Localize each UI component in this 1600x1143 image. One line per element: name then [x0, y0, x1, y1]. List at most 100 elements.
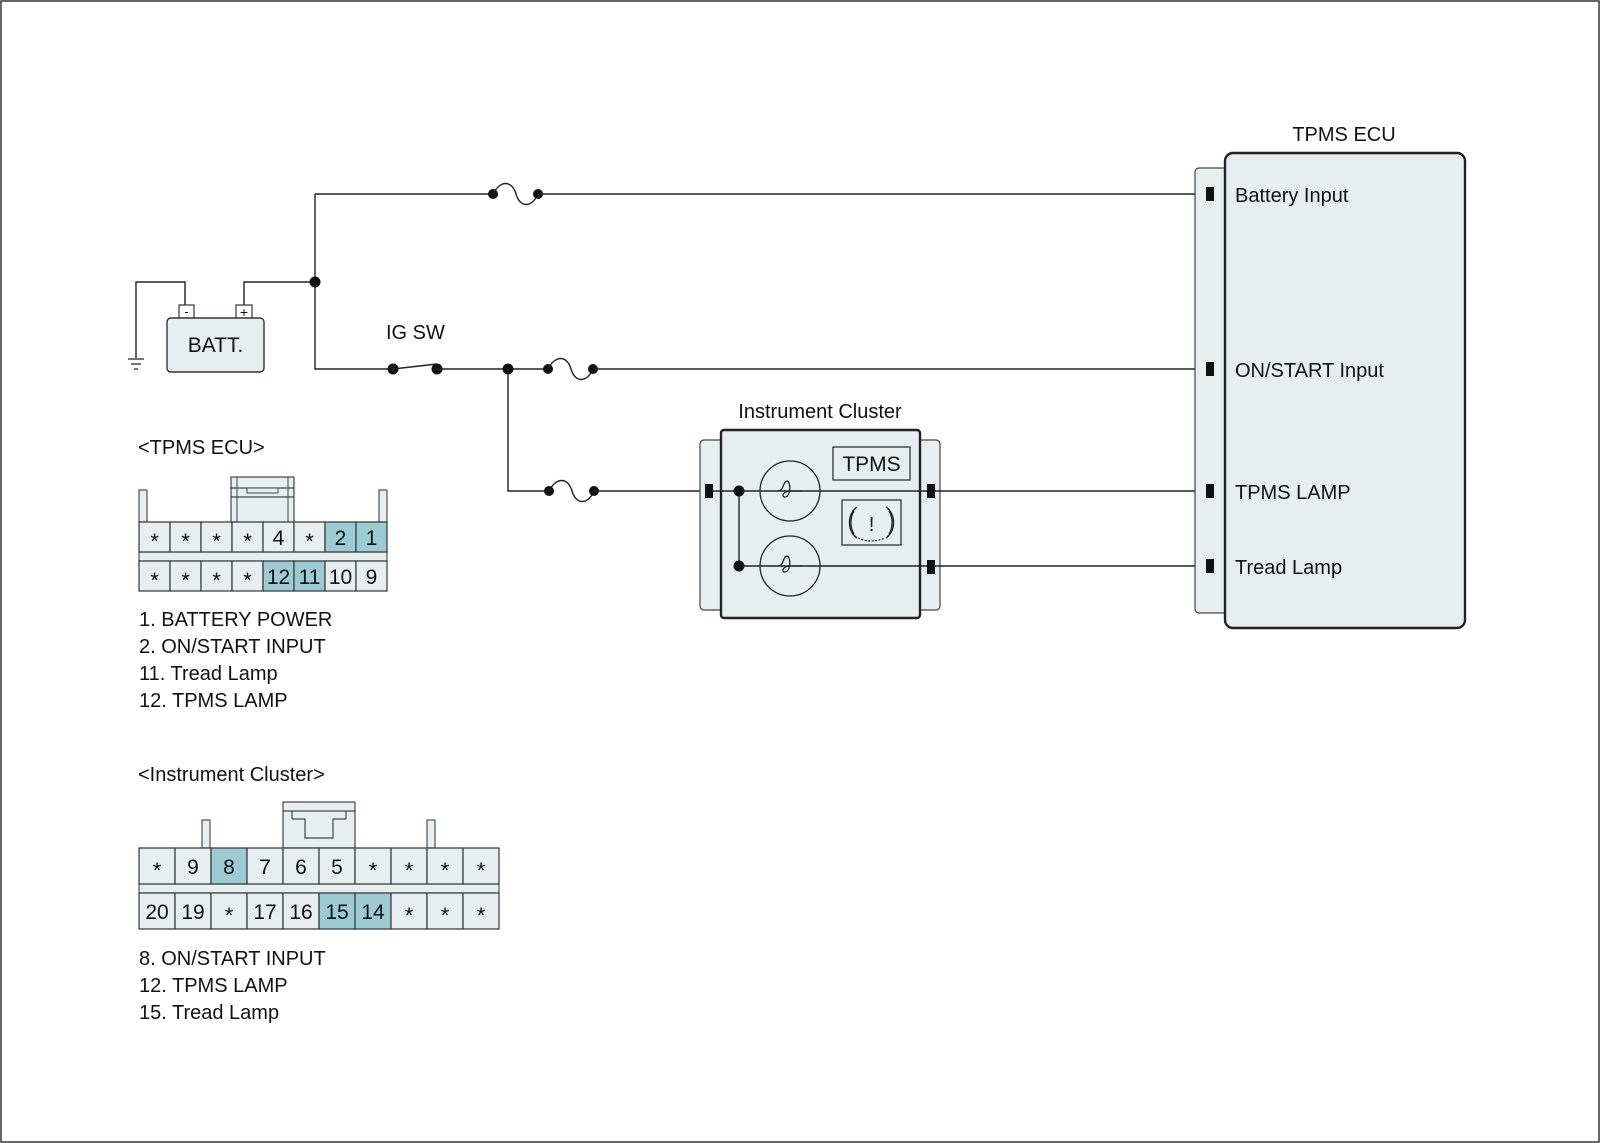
warning-glyph: !: [869, 514, 875, 536]
connector-pin: 10: [324, 560, 357, 592]
positive-terminal-label: +: [240, 304, 248, 320]
connector-pin: 12: [262, 560, 295, 592]
pin-label: 7: [259, 856, 271, 879]
tread-lamp-bulb-icon: [759, 535, 821, 597]
ignition-switch-icon[interactable]: [387, 363, 443, 375]
cluster-connector-title: <Instrument Cluster>: [138, 764, 325, 786]
legend-item: 1. BATTERY POWER: [139, 609, 332, 631]
cluster-connector-legend: 8. ON/START INPUT 12. TPMS LAMP 15. Trea…: [139, 948, 326, 1024]
pin-label: *: [153, 858, 162, 883]
pin-label: *: [225, 903, 234, 928]
connector-pin: *: [462, 847, 500, 885]
ground-wire: [135, 281, 186, 358]
pin-cell: [138, 521, 171, 553]
legend-item: 12. TPMS LAMP: [139, 690, 288, 712]
battery-positive-wire: [243, 281, 315, 307]
connector-pin: 4: [262, 521, 295, 553]
pin-cell: [210, 892, 248, 930]
ecu-pin: [1206, 484, 1214, 498]
connector-pin: 5: [318, 847, 356, 885]
ecu-input-battery: Battery Input: [1235, 185, 1349, 207]
pin-label: 17: [253, 901, 276, 924]
pin-label: 19: [181, 901, 204, 924]
pin-label: 9: [187, 856, 199, 879]
pin-cell: [462, 892, 500, 930]
ecu-pin: [1206, 362, 1214, 376]
fuse-icon: [543, 357, 598, 381]
pin-label: 16: [289, 901, 312, 924]
connector-latch-icon: [282, 801, 356, 849]
instrument-cluster-title: Instrument Cluster: [738, 401, 902, 423]
pin-label: *: [212, 529, 221, 554]
legend-item: 11. Tread Lamp: [139, 663, 278, 685]
tpms-ecu-connector-legend: 1. BATTERY POWER 2. ON/START INPUT 11. T…: [139, 609, 332, 712]
connector-pin: 8: [210, 847, 248, 885]
main-feed-wire: [314, 194, 393, 370]
junction-dot: [733, 485, 745, 497]
connector-pin: 11: [293, 560, 326, 592]
battery-body: [166, 317, 265, 373]
cluster-pin: [927, 484, 935, 498]
cluster-pin: [927, 560, 935, 574]
connector-pin: 16: [282, 892, 320, 930]
connector-latch-icon: [230, 476, 295, 524]
ground-icon: [128, 358, 144, 370]
connector-pin: 6: [282, 847, 320, 885]
pin-label: *: [150, 568, 159, 593]
connector-pin: *: [231, 560, 264, 593]
pin-label: 15: [325, 901, 348, 924]
pin-label: 5: [331, 856, 343, 879]
pin-label: *: [477, 858, 486, 883]
connector-pin: 7: [246, 847, 284, 885]
connector-pin: *: [138, 847, 176, 885]
connector-pin: 17: [246, 892, 284, 930]
instrument-cluster: Instrument Cluster TPMS: [699, 401, 941, 620]
highlighted-pin-cell: [318, 892, 356, 930]
highlighted-pin-cell: [355, 521, 388, 553]
connector-pin: *: [169, 560, 202, 593]
connector-pin: *: [354, 847, 392, 885]
pin-label: 14: [361, 901, 385, 924]
pin-cell: [246, 892, 284, 930]
pin-label: 8: [223, 856, 235, 879]
connector-pin: *: [138, 560, 171, 593]
highlighted-pin-cell: [324, 521, 357, 553]
ecu-pin: [1206, 559, 1214, 573]
tpms-indicator-label: TPMS: [842, 453, 900, 476]
pin-label: *: [150, 529, 159, 554]
connector-pin: *: [426, 847, 464, 885]
legend-item: 8. ON/START INPUT: [139, 948, 326, 970]
connector-pin: *: [293, 521, 326, 554]
highlighted-pin-cell: [293, 560, 326, 592]
connector-pin: 15: [318, 892, 356, 930]
cluster-pin: [705, 484, 713, 498]
pin-label: *: [441, 903, 450, 928]
pin-cell: [282, 892, 320, 930]
legend-item: 2. ON/START INPUT: [139, 636, 326, 658]
legend-item: 15. Tread Lamp: [139, 1002, 279, 1024]
pin-label: 1: [366, 527, 378, 550]
tpms-ecu-title: TPMS ECU: [1292, 124, 1395, 146]
battery-label: BATT.: [188, 334, 244, 357]
connector-pin: 9: [355, 560, 388, 592]
junction-dot: [733, 560, 745, 572]
connector-pin: 2: [324, 521, 357, 553]
pin-cell: [174, 892, 212, 930]
pin-label: *: [405, 903, 414, 928]
connector-pin: 19: [174, 892, 212, 930]
connector-pin: 1: [355, 521, 388, 553]
pin-label: 9: [366, 566, 378, 589]
pin-label: 10: [329, 566, 352, 589]
pin-cell: [169, 560, 202, 592]
connector-pin: *: [200, 560, 233, 593]
connector-pin: *: [390, 892, 428, 930]
pin-label: *: [369, 858, 378, 883]
connector-pin: 14: [354, 892, 392, 930]
pin-cell: [324, 560, 357, 592]
pin-label: *: [243, 568, 252, 593]
pin-label: *: [477, 903, 486, 928]
cluster-feed-wire: [507, 369, 549, 492]
pin-cell: [138, 892, 176, 930]
